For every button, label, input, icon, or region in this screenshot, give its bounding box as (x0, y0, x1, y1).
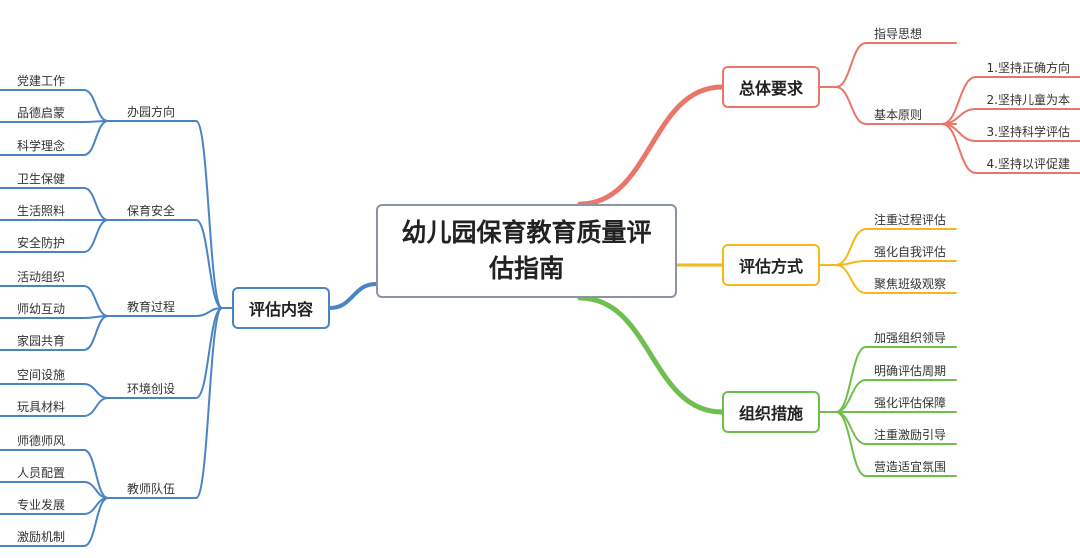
group-left-2[interactable]: 教育过程 (127, 300, 176, 314)
connector-left-group-2 (195, 307, 223, 317)
topic-right-0-label: 总体要求 (738, 79, 803, 98)
subtopic-right-2-1[interactable]: 明确评估周期 (874, 364, 947, 378)
leaf-left-4-2[interactable]: 专业发展 (17, 498, 66, 512)
topic-right-1-label: 评估方式 (738, 257, 803, 276)
connector-left-leaf-0-0 (83, 89, 109, 122)
connector-right-1-0 (835, 228, 867, 266)
connector-left-group-3 (195, 307, 223, 399)
connector-left-leaf-4-3 (83, 497, 109, 547)
connector-center-to-0 (577, 84, 725, 207)
leaf-left-2-0[interactable]: 活动组织 (17, 270, 66, 284)
leaf-left-4-0[interactable]: 师德师风 (17, 434, 66, 448)
connector-left-leaf-3-0 (83, 383, 109, 399)
connector-left-group-1 (195, 219, 223, 309)
connector-right-2-4 (835, 411, 867, 477)
connector-center-to-left (328, 282, 378, 310)
group-left-1[interactable]: 保育安全 (127, 204, 176, 218)
leaf-left-1-1[interactable]: 生活照料 (17, 204, 66, 218)
subtopic-right-2-0[interactable]: 加强组织领导 (874, 331, 947, 345)
connector-left-leaf-1-2 (83, 219, 109, 253)
subtopic-right-2-2[interactable]: 强化评估保障 (874, 396, 947, 410)
connector-right-2-3 (835, 411, 867, 445)
connector-left-group-0 (195, 120, 223, 309)
leaf-left-1-0[interactable]: 卫生保健 (17, 172, 66, 186)
topic-right-1[interactable]: 评估方式 (722, 244, 820, 286)
connector-left-group-4 (195, 307, 223, 499)
connector-left-leaf-0-2 (83, 120, 109, 156)
leaf-left-3-0[interactable]: 空间设施 (17, 368, 66, 382)
topic-right-0[interactable]: 总体要求 (722, 66, 820, 108)
leaf-left-0-1[interactable]: 品德启蒙 (17, 106, 66, 120)
connector-right-2-0 (835, 346, 867, 413)
subtopic-right-0-0[interactable]: 指导思想 (874, 27, 923, 41)
connector-right-0-1 (835, 86, 867, 125)
connector-right-0-0 (835, 42, 867, 88)
subtopic-right-1-2[interactable]: 聚焦班级观察 (874, 277, 947, 291)
leaf-left-1-2[interactable]: 安全防护 (17, 236, 66, 250)
topic-right-2-label: 组织措施 (738, 404, 803, 423)
leaf-left-0-2[interactable]: 科学理念 (17, 139, 66, 153)
group-left-0[interactable]: 办园方向 (127, 105, 176, 119)
topic-left-label: 评估内容 (248, 300, 313, 319)
subtopic-right-1-0[interactable]: 注重过程评估 (874, 213, 947, 227)
leaf-left-2-2[interactable]: 家园共育 (17, 334, 66, 348)
leaf-right-2[interactable]: 3.坚持科学评估 (986, 125, 1070, 139)
leaf-right-0[interactable]: 1.坚持正确方向 (986, 61, 1070, 75)
leaf-left-2-1[interactable]: 师幼互动 (17, 302, 66, 316)
topic-right-2[interactable]: 组织措施 (722, 391, 820, 433)
leaf-left-0-0[interactable]: 党建工作 (17, 74, 66, 88)
leaf-left-4-1[interactable]: 人员配置 (17, 466, 66, 480)
connector-right-1-2 (835, 264, 867, 294)
central-topic[interactable]: 幼儿园保育教育质量评估指南 (376, 204, 677, 298)
connector-left-leaf-2-0 (83, 285, 109, 317)
subtopic-right-2-3[interactable]: 注重激励引导 (874, 428, 947, 442)
connector-center-to-2 (577, 295, 725, 415)
connector-left-leaf-2-2 (83, 315, 109, 351)
connector-left-leaf-3-1 (83, 397, 109, 417)
leaf-left-4-3[interactable]: 激励机制 (17, 530, 66, 544)
connector-leaf-3 (941, 123, 977, 174)
leaf-right-3[interactable]: 4.坚持以评促建 (986, 157, 1070, 171)
leaf-right-1[interactable]: 2.坚持儿童为本 (986, 93, 1070, 107)
subtopic-right-2-4[interactable]: 营造适宜氛围 (874, 460, 947, 474)
central-topic-label: 幼儿园保育教育质量评估指南 (401, 218, 652, 283)
group-left-4[interactable]: 教师队伍 (127, 482, 176, 496)
connector-left-leaf-1-0 (83, 187, 109, 221)
leaf-left-3-1[interactable]: 玩具材料 (17, 400, 66, 414)
subtopic-right-1-1[interactable]: 强化自我评估 (874, 245, 947, 259)
topic-left[interactable]: 评估内容 (232, 287, 330, 329)
subtopic-right-0-1[interactable]: 基本原则 (874, 108, 923, 122)
group-left-3[interactable]: 环境创设 (127, 382, 176, 396)
connector-right-2-1 (835, 379, 867, 413)
